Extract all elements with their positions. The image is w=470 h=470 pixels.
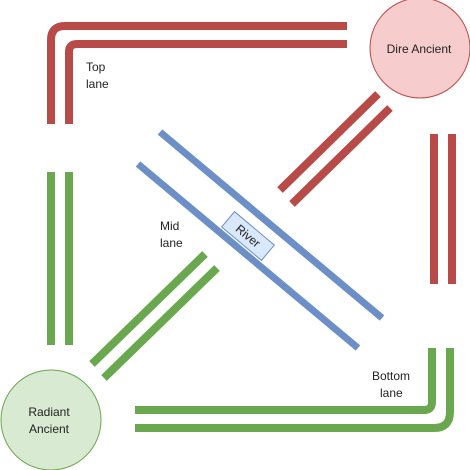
dire-ancient-label: Dire Ancient	[387, 42, 452, 56]
mid-lane-label-line2: lane	[160, 236, 183, 250]
mid-lane-dire-inner-stroke	[289, 105, 393, 207]
right-lane-segment	[430, 134, 456, 284]
river-bank-lower	[135, 161, 361, 351]
bottom-lane-label-line1: Bottom	[372, 369, 410, 383]
top-lane-inner-stroke	[65, 40, 347, 124]
mid-lane-dire-outer-stroke	[277, 91, 381, 193]
top-lane-label-line1: Top	[86, 60, 106, 74]
radiant-ancient-circle	[0, 369, 102, 470]
radiant-ancient: Radiant Ancient	[0, 369, 102, 470]
mid-lane-dire-section	[277, 91, 393, 207]
mid-lane-radiant-section	[89, 251, 220, 381]
bottom-lane-inner-stroke	[135, 348, 436, 414]
river	[135, 129, 385, 351]
radiant-ancient-label-line1: Radiant	[28, 405, 70, 419]
top-lane-outer-stroke	[47, 22, 347, 124]
bottom-lane-label-line2: lane	[380, 386, 403, 400]
dire-ancient-circle	[369, 0, 470, 99]
top-lane-label-line2: lane	[86, 77, 109, 91]
radiant-ancient-label-line2: Ancient	[29, 422, 70, 436]
mid-lane-label-line1: Mid	[160, 219, 179, 233]
bottom-lane-outer-stroke	[135, 348, 454, 432]
mid-lane-radiant-outer-stroke	[89, 251, 208, 367]
dire-ancient: Dire Ancient	[369, 0, 470, 99]
river-bank-upper	[157, 129, 385, 321]
top-lane	[47, 22, 347, 124]
mid-lane-radiant-inner-stroke	[101, 265, 220, 381]
river-label-box	[220, 210, 276, 262]
left-lane-segment	[47, 172, 73, 345]
bottom-lane	[135, 348, 454, 432]
